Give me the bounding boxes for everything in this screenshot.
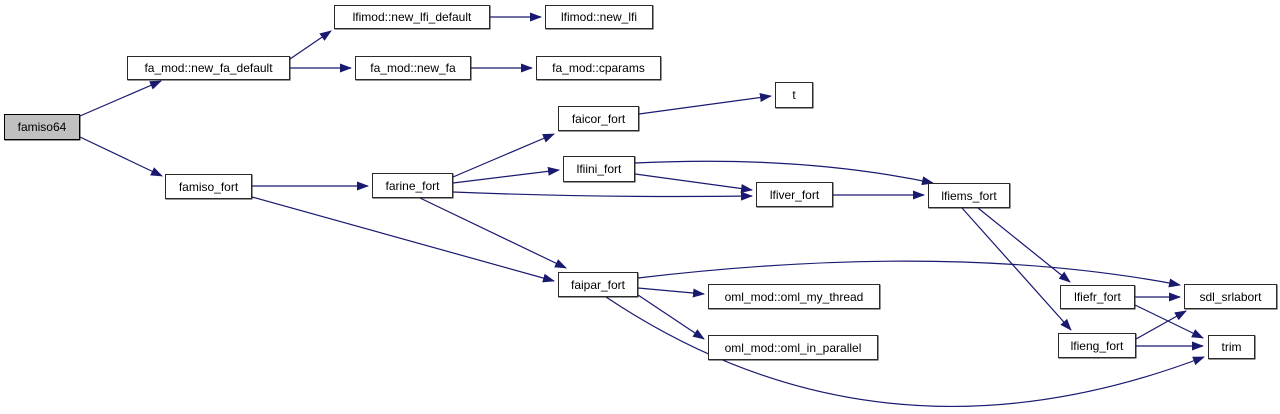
node-famiso64[interactable]: famiso64 — [4, 114, 80, 140]
node-sdl-srlabort[interactable]: sdl_srlabort — [1184, 284, 1277, 309]
edge-famiso64-to-famiso-fort — [79, 136, 163, 177]
node-famiso-fort[interactable]: famiso_fort — [165, 174, 252, 199]
edge-lfiems-fort-to-lfiefr-fort — [977, 207, 1071, 283]
node-oml-in-parallel[interactable]: oml_mod::oml_in_parallel — [708, 335, 878, 360]
edge-lfiefr-fort-to-trim — [1134, 304, 1204, 339]
edge-lfiems-fort-to-lfieng-fort — [961, 207, 1072, 331]
node-lfiver-fort[interactable]: lfiver_fort — [756, 182, 833, 207]
node-lfiini-fort[interactable]: lfiini_fort — [563, 156, 635, 182]
edge-farine-fort-to-lfiver-fort — [452, 191, 753, 201]
edge-farine-fort-to-faipar-fort — [419, 197, 567, 269]
node-new-fa[interactable]: fa_mod::new_fa — [355, 56, 471, 80]
node-lfiefr-fort[interactable]: lfiefr_fort — [1060, 285, 1135, 309]
edge-new-fa-default-to-new-lfi-default — [289, 30, 332, 60]
node-lfiems-fort[interactable]: lfiems_fort — [928, 183, 1010, 208]
edge-faicor-fort-to-t — [638, 93, 772, 115]
edge-famiso-fort-to-faipar-fort — [251, 196, 555, 283]
node-t[interactable]: t — [775, 82, 813, 108]
edge-lfieng-fort-to-sdl-srlabort — [1135, 310, 1187, 340]
edge-farine-fort-to-faicor-fort — [452, 133, 555, 178]
node-farine-fort[interactable]: farine_fort — [372, 173, 453, 198]
node-oml-my-thread[interactable]: oml_mod::oml_my_thread — [708, 284, 880, 309]
edge-farine-fort-to-lfiini-fort — [452, 166, 560, 184]
edge-faipar-fort-to-oml-in-parallel — [637, 294, 705, 340]
edge-lfiini-fort-to-lfiver-fort — [634, 173, 753, 193]
node-lfieng-fort[interactable]: lfieng_fort — [1058, 333, 1136, 358]
node-new-fa-default[interactable]: fa_mod::new_fa_default — [127, 56, 290, 80]
node-cparams[interactable]: fa_mod::cparams — [536, 56, 661, 80]
node-new-lfi[interactable]: lfimod::new_lfi — [545, 5, 653, 29]
node-faicor-fort[interactable]: faicor_fort — [558, 106, 639, 131]
edge-lfiini-fort-to-lfiems-fort — [634, 160, 934, 186]
node-new-lfi-default[interactable]: lfimod::new_lfi_default — [334, 5, 490, 29]
edge-famiso64-to-new-fa-default — [79, 80, 162, 117]
node-trim[interactable]: trim — [1208, 335, 1255, 359]
edge-faipar-fort-to-trim — [605, 296, 1205, 407]
edge-faipar-fort-to-sdl-srlabort — [637, 260, 1181, 288]
node-faipar-fort[interactable]: faipar_fort — [558, 272, 638, 297]
edge-faipar-fort-to-oml-my-thread — [637, 287, 705, 298]
